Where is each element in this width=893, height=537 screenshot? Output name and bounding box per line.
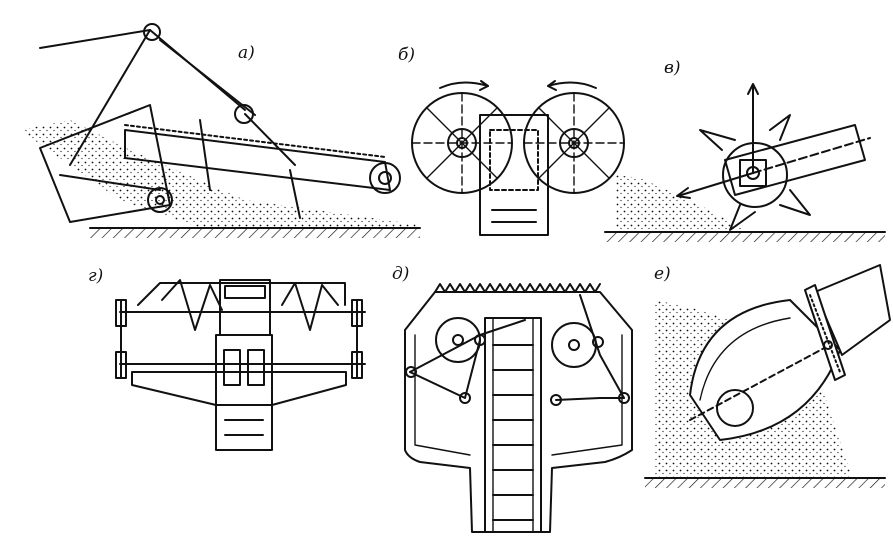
panel-g-motor-right: [247, 349, 265, 386]
panel-a-link: [244, 113, 296, 166]
panel-e-boom-pin: [823, 340, 833, 350]
panel-v-vertical-arrow-head: [747, 83, 759, 95]
panel-a-drawing: [20, 23, 421, 238]
panel-b-right-spoke-d2: [538, 107, 610, 179]
panel-a-support-1: [199, 119, 211, 191]
panel-v-centerline: [752, 137, 871, 174]
panel-e-centerline: [689, 344, 831, 421]
panel-e-pulley: [716, 389, 754, 427]
panel-b-conveyor: [479, 114, 549, 236]
panel-b-conveyor-inner: [489, 129, 539, 191]
panel-d-left-disc-hub: [452, 334, 464, 346]
panel-b-right-rotation-arrow: [547, 81, 597, 89]
panel-v-paddle-1: [699, 129, 736, 151]
panel-a-arm-left: [69, 29, 151, 166]
panel-a-ground-hatch: [90, 229, 420, 238]
panel-d-left-pivot-b: [459, 392, 471, 404]
panel-b-right-arrow-head: [547, 80, 557, 91]
panel-v-ground-hatch: [605, 233, 885, 242]
panel-label-g: г): [88, 266, 104, 286]
panel-b-left-rotation-arrow: [439, 81, 489, 89]
panel-v-horizontal-axis: [677, 172, 754, 197]
panel-e-bucket-inner: [699, 317, 791, 401]
panel-label-d: д): [392, 264, 410, 284]
panel-d-serrated-edge: [434, 283, 601, 293]
panel-a-rear-roller-hub: [155, 195, 165, 205]
panel-d-right-pivot-b: [618, 392, 630, 404]
panel-d-body: [404, 291, 633, 533]
panel-a-frame-strut: [59, 174, 161, 191]
panel-b-left-arrow-head: [479, 80, 489, 91]
panel-d-left-arm-2: [409, 339, 481, 399]
panel-d-right-arm-1: [579, 294, 625, 399]
panel-v-rotor: [722, 142, 788, 208]
panel-d-drawing: [404, 283, 633, 533]
panel-a-top-pivot: [143, 23, 161, 41]
panel-a-chain-teeth: [124, 124, 386, 158]
panel-label-b: б): [398, 45, 416, 65]
panel-g-drawing: [115, 279, 366, 451]
panel-d-right-pivot-a: [550, 394, 562, 406]
panel-g-left-screw: [161, 279, 223, 331]
panel-g-conveyor: [215, 334, 273, 451]
panel-v-boom: [724, 124, 866, 196]
panel-a-rear-roller: [147, 187, 173, 213]
panel-v-paddle-3: [779, 189, 811, 216]
panel-e-boom: [814, 264, 891, 356]
panel-e-drawing: [644, 264, 891, 488]
panel-b-drawing: [411, 80, 625, 236]
panel-label-e: е): [654, 264, 671, 284]
panel-a-support-2: [289, 169, 301, 219]
panel-label-a: а): [238, 43, 255, 63]
panel-a-head-sprocket: [369, 162, 401, 194]
panel-d-inner-right: [551, 334, 623, 456]
panel-g-top-frame: [137, 282, 346, 306]
panel-d-right-pivot-c: [592, 336, 604, 348]
panel-d-right-arm-2: [555, 397, 625, 401]
panel-e-ground-hatch: [645, 479, 885, 488]
panel-v-paddle-2: [769, 114, 791, 141]
panel-a-mid-pivot: [234, 104, 254, 124]
panel-d-right-disc: [551, 322, 597, 368]
panel-a-head-sprocket-hub: [378, 171, 392, 185]
panel-v-horizontal-arrow-head: [676, 187, 691, 199]
panel-g-motor-left: [223, 349, 241, 386]
panel-g-right-screw: [281, 282, 339, 331]
panel-v-paddle-4: [729, 204, 756, 231]
panel-d-left-pivot-a: [405, 366, 417, 378]
panel-a-chain-conveyor: [124, 129, 391, 191]
panel-g-gearbox: [219, 279, 271, 336]
panel-v-drawing: [604, 83, 886, 242]
panel-v-material-pile: [615, 175, 745, 232]
panel-g-gearbox-top: [224, 285, 266, 299]
panel-label-v: в): [664, 58, 681, 78]
panel-d-conveyor: [484, 317, 542, 533]
panel-d-right-disc-hub: [568, 339, 580, 351]
panel-a-material-pile: [20, 120, 420, 228]
panel-a-cable: [39, 29, 151, 49]
panel-b-left-spoke-d2: [426, 107, 498, 179]
panel-a-arm-right-inner: [159, 39, 256, 116]
panel-e-teeth: [809, 294, 841, 373]
